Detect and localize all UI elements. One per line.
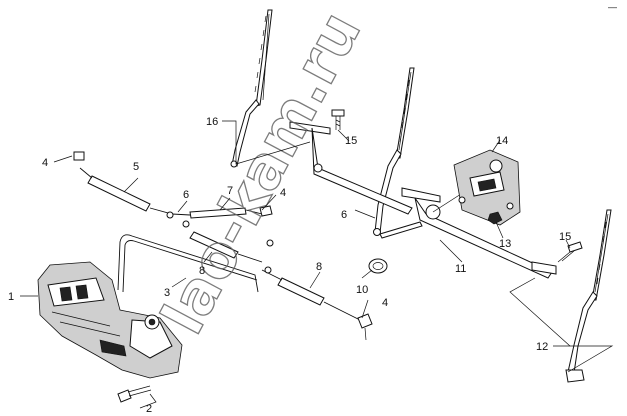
bolt-icon (117, 109, 583, 403)
wiper-arm-right-icon (565, 209, 612, 383)
hose-icon (73, 151, 373, 341)
callout-13: 13 (499, 238, 511, 250)
watermark-text: lao-kam.ru (148, 1, 374, 345)
callout-10: 10 (356, 284, 368, 296)
callout-6-center: 6 (341, 209, 347, 221)
wiper-arm-left-icon (230, 9, 273, 168)
callout-4-left: 4 (42, 157, 48, 169)
callout-labels: 1 2 3 4 4 4 5 6 6 7 8 8 10 11 12 13 14 1… (8, 116, 571, 415)
callout-5: 5 (133, 161, 139, 173)
nut-icon (487, 211, 503, 225)
corner-mark: — (608, 2, 617, 12)
callout-16: 16 (206, 116, 218, 128)
wiper-linkage-icon (289, 121, 557, 279)
callout-6-left: 6 (183, 189, 189, 201)
callout-15-right: 15 (559, 231, 571, 243)
wiper-arm-center-icon (373, 67, 415, 236)
callout-11: 11 (455, 263, 466, 275)
callout-8-right: 8 (316, 261, 322, 273)
callout-3: 3 (164, 287, 170, 299)
callout-4-center: 4 (280, 187, 286, 199)
heater-unit-icon (37, 261, 183, 379)
callout-4-bottom: 4 (382, 297, 388, 309)
callout-7: 7 (227, 185, 233, 197)
callout-8-left: 8 (199, 265, 205, 277)
clamp-ring-icon (368, 258, 388, 274)
callout-1: 1 (8, 291, 14, 303)
callout-12: 12 (536, 341, 548, 353)
leader-lines (20, 120, 614, 409)
wiper-motor-icon (453, 149, 521, 226)
callout-2: 2 (146, 403, 152, 415)
callout-14: 14 (496, 135, 508, 147)
callout-15-center: 15 (345, 135, 357, 147)
